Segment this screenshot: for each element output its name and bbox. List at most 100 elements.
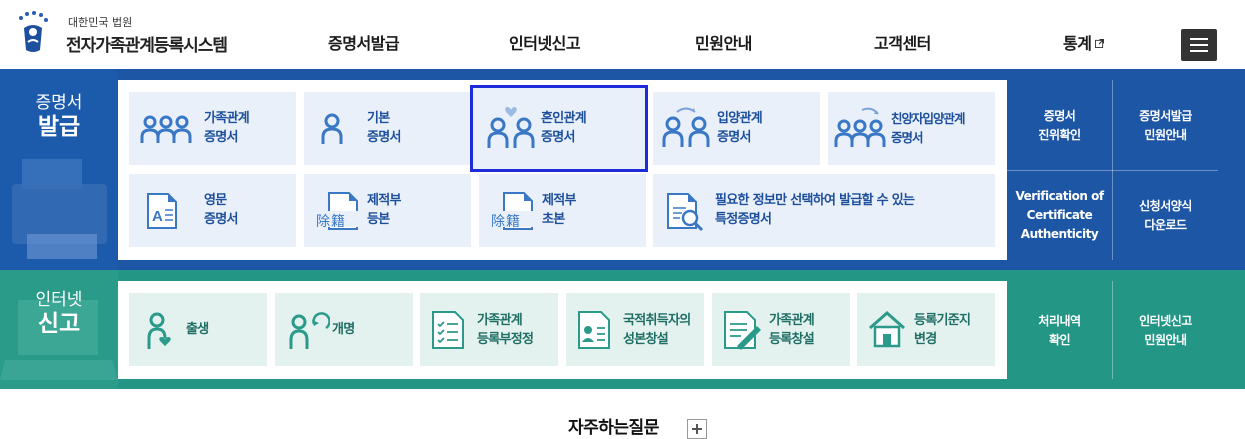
- tile-rename[interactable]: 개명: [275, 293, 413, 366]
- tile-label-line1: 친양자입양관계: [891, 111, 966, 126]
- tile-label-line1: 제적부: [367, 193, 401, 208]
- tile-label-line2: 증명서: [204, 130, 238, 145]
- report-side: 인터넷 신고: [0, 270, 118, 389]
- link-line2: Certificate: [1026, 208, 1093, 222]
- tile-label-line2: 특정증명서: [715, 212, 772, 227]
- tile-label-line2: 변경: [914, 332, 937, 347]
- tile-label-line2: 증명서: [541, 130, 575, 145]
- nav-civil-guide[interactable]: 민원안내: [695, 34, 752, 53]
- nav-certificate[interactable]: 증명서발급: [328, 34, 400, 53]
- nav-internet-report[interactable]: 인터넷신고: [509, 34, 581, 53]
- tile-label-line2: 등록부정정: [477, 332, 534, 347]
- removed-register-doc-icon: [492, 192, 538, 230]
- tile-label-line2: 증명서: [204, 212, 238, 227]
- full-adoption-icon: [834, 107, 886, 147]
- tile-label-line1: 등록기준지: [914, 313, 971, 328]
- tile-label-line2: 증명서: [717, 130, 751, 145]
- tile-label-line2: 등록창설: [769, 332, 815, 347]
- external-link-icon: [1095, 39, 1105, 48]
- removed-register-doc-icon: [317, 192, 363, 230]
- nav-statistics[interactable]: 통계: [1063, 30, 1105, 54]
- divider: [1007, 170, 1218, 171]
- checklist-icon: [432, 311, 464, 349]
- link-line2: 민원안내: [1144, 333, 1187, 347]
- tile-birth[interactable]: 출생: [129, 293, 267, 366]
- tile-label: 출생: [186, 322, 209, 337]
- link-line1: 증명서: [1043, 109, 1076, 123]
- link-line2: 민원안내: [1144, 128, 1187, 142]
- tile-label-line1: 국적취득자의: [623, 313, 691, 328]
- faq-title: 자주하는질문: [568, 418, 659, 438]
- court-logo-icon[interactable]: [16, 10, 50, 56]
- org-name: 대한민국 법원: [68, 16, 133, 29]
- header: 대한민국 법원 전자가족관계등록시스템 증명서발급 인터넷신고 민원안내 고객센…: [0, 0, 1245, 69]
- tile-label-line1: 가족관계: [477, 313, 523, 328]
- svg-text:A: A: [152, 208, 163, 225]
- hamburger-line: [1190, 44, 1208, 46]
- report-side-title-1: 인터넷: [35, 290, 83, 310]
- tile-label-line2: 등본: [367, 212, 390, 227]
- nav-statistics-label: 통계: [1063, 34, 1092, 53]
- certificate-side-title-1: 증명서: [35, 93, 83, 113]
- nav-customer-center[interactable]: 고객센터: [874, 34, 931, 53]
- tile-label-line1: 가족관계: [769, 313, 815, 328]
- family-icon: [140, 115, 192, 143]
- plus-icon[interactable]: [687, 419, 707, 439]
- birth-icon: [147, 312, 171, 349]
- tile-label-line1: 기본: [367, 111, 390, 126]
- laptop-illustration-icon: [0, 300, 118, 380]
- doc-search-icon: [667, 193, 704, 232]
- printer-illustration-icon: [12, 159, 107, 259]
- english-doc-icon: A: [147, 193, 177, 229]
- hamburger-menu-button[interactable]: [1181, 29, 1217, 61]
- report-side-title: 인터넷 신고: [0, 290, 118, 338]
- tile-label-line1: 영문: [204, 193, 227, 208]
- link-line1: 처리내역: [1038, 314, 1081, 328]
- house-icon: [869, 310, 905, 348]
- tile-label-line1: 가족관계: [204, 111, 250, 126]
- link-line2: 진위확인: [1038, 128, 1081, 142]
- certificate-side-title: 증명서 발급: [0, 93, 118, 141]
- doc-pen-icon: [724, 311, 761, 350]
- link-line3: Authenticity: [1020, 227, 1099, 241]
- certificate-side: 증명서 발급: [0, 69, 118, 270]
- link-line1: 신청서양식: [1139, 199, 1192, 213]
- hamburger-icon: [1190, 38, 1208, 40]
- site-name[interactable]: 전자가족관계등록시스템: [66, 36, 228, 56]
- link-line2: 확인: [1048, 333, 1071, 347]
- link-line2: 다운로드: [1144, 218, 1187, 232]
- tile-label-line2: 성본창설: [623, 332, 669, 347]
- tile-label-line2: 초본: [542, 212, 565, 227]
- removed-register-badge: 除籍: [316, 214, 346, 230]
